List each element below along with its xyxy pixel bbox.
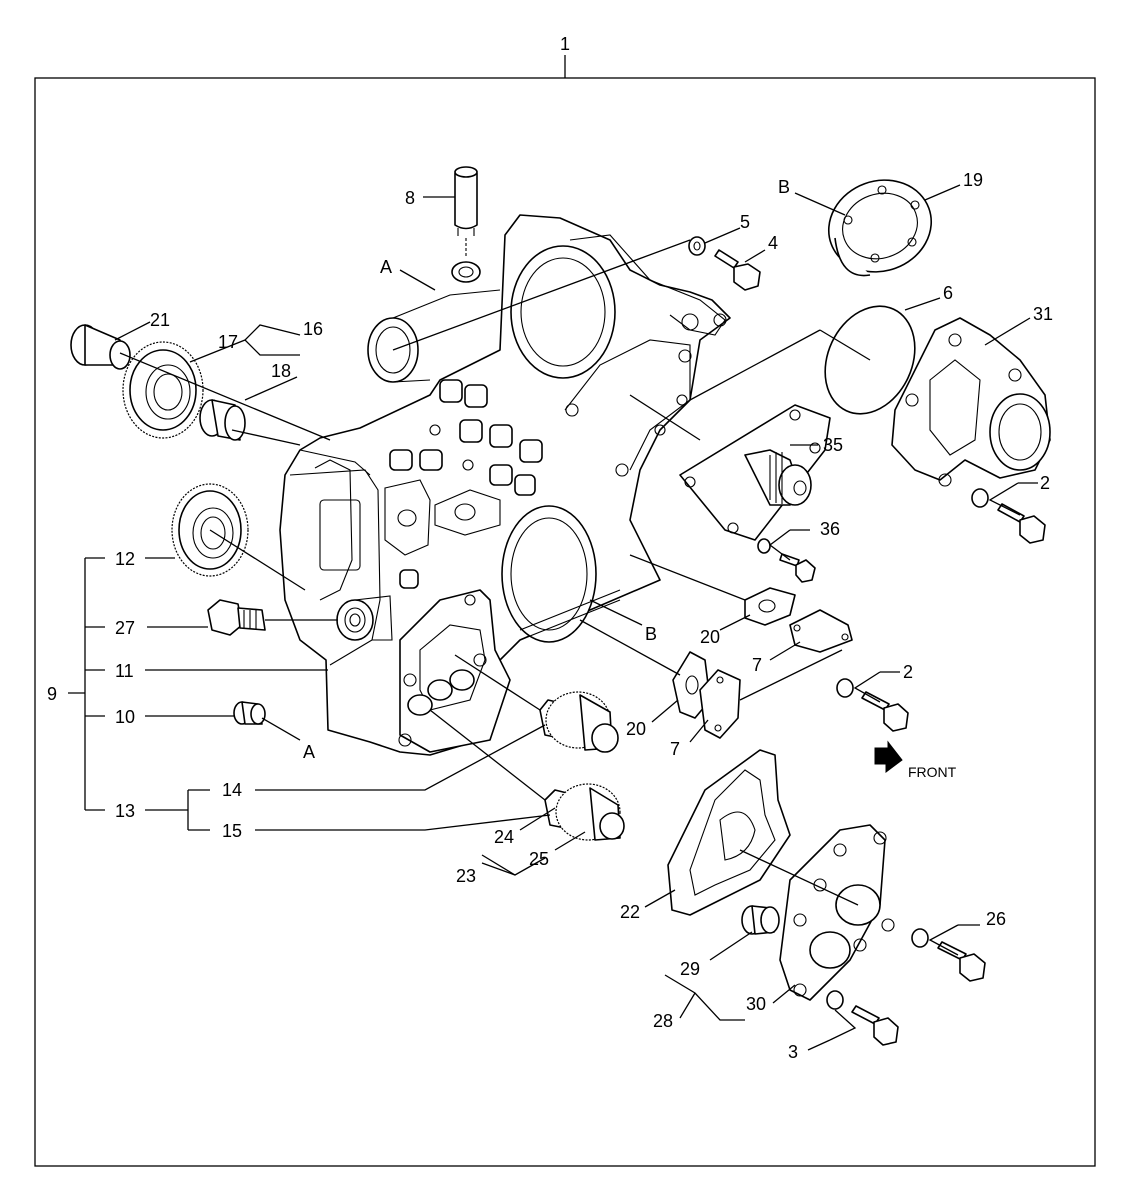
ref-b-lower: B [645,624,657,644]
callout-31: 31 [1033,304,1053,324]
callout-2-upper: 2 [1040,473,1050,493]
bolt-part-26 [911,928,986,982]
callout-25: 25 [529,849,549,869]
bolt-part-4 [714,249,761,291]
gear-part-17 [122,341,204,439]
callout-23: 23 [456,866,476,886]
ref-a-upper: A [380,257,392,277]
callout-36: 36 [820,519,840,539]
bushing-part-18 [199,399,246,441]
callout-24: 24 [494,827,514,847]
callout-21: 21 [150,310,170,330]
washer-part-5 [688,236,706,256]
callout-35: 35 [823,435,843,455]
callout-20-upper: 20 [700,627,720,647]
callout-10: 10 [115,707,135,727]
callout-6: 6 [943,283,953,303]
callout-1: 1 [560,34,570,54]
plate-part-7-lower [699,669,741,739]
callout-11: 11 [115,661,134,681]
callout-26: 26 [986,909,1006,929]
gasket-part-22 [667,749,791,916]
callout-19: 19 [963,170,983,190]
callout-12: 12 [115,549,135,569]
callout-9: 9 [47,684,57,704]
gasket-part-20-upper [744,587,796,626]
bolt-part-2-lower [836,678,909,732]
ref-b-upper: B [778,177,790,197]
callout-7-upper: 7 [752,655,762,675]
leader-lines [68,184,1038,1051]
callout-27: 27 [115,618,135,638]
gear-case-housing [279,214,731,756]
bolt-part-36 [757,538,816,583]
sleeve-part-8 [454,166,478,258]
oil-seal-part-19 [827,179,933,277]
callout-labels: 1 8 5 4 19 6 31 35 36 2 16 17 18 21 9 12… [47,34,1053,1062]
bolt-part-2-upper [971,488,1046,544]
pin-part-21 [70,324,131,370]
callout-13: 13 [115,801,135,821]
pump-cover-part-30 [779,824,895,1001]
callout-2-lower: 2 [903,662,913,682]
callout-28: 28 [653,1011,673,1031]
callout-7-lower: 7 [670,739,680,759]
bolt-part-3 [826,990,899,1046]
bushing-part-29 [741,905,780,935]
callout-29: 29 [680,959,700,979]
bushing-part-10 [233,701,266,725]
plug-part-27 [207,599,266,636]
callout-3: 3 [788,1042,798,1062]
gear-shaft-part-14 [539,691,619,753]
front-direction-indicator: FRONT [874,740,957,780]
callout-8: 8 [405,188,415,208]
callout-15: 15 [222,821,242,841]
callout-20-lower: 20 [626,719,646,739]
callout-5: 5 [740,212,750,232]
callout-18: 18 [271,361,291,381]
housing-part-31 [891,317,1051,487]
callout-30: 30 [746,994,766,1014]
plate-part-7-upper [789,609,853,653]
gear-shaft-part-24-25 [544,783,625,841]
front-arrow-icon [874,740,903,773]
callout-14: 14 [222,780,242,800]
callout-4: 4 [768,233,778,253]
callout-16: 16 [303,319,323,339]
callout-17: 17 [218,332,238,352]
front-label: FRONT [908,764,957,780]
callout-22: 22 [620,902,640,922]
ref-a-lower: A [303,742,315,762]
cover-plate-part-35 [679,404,831,541]
